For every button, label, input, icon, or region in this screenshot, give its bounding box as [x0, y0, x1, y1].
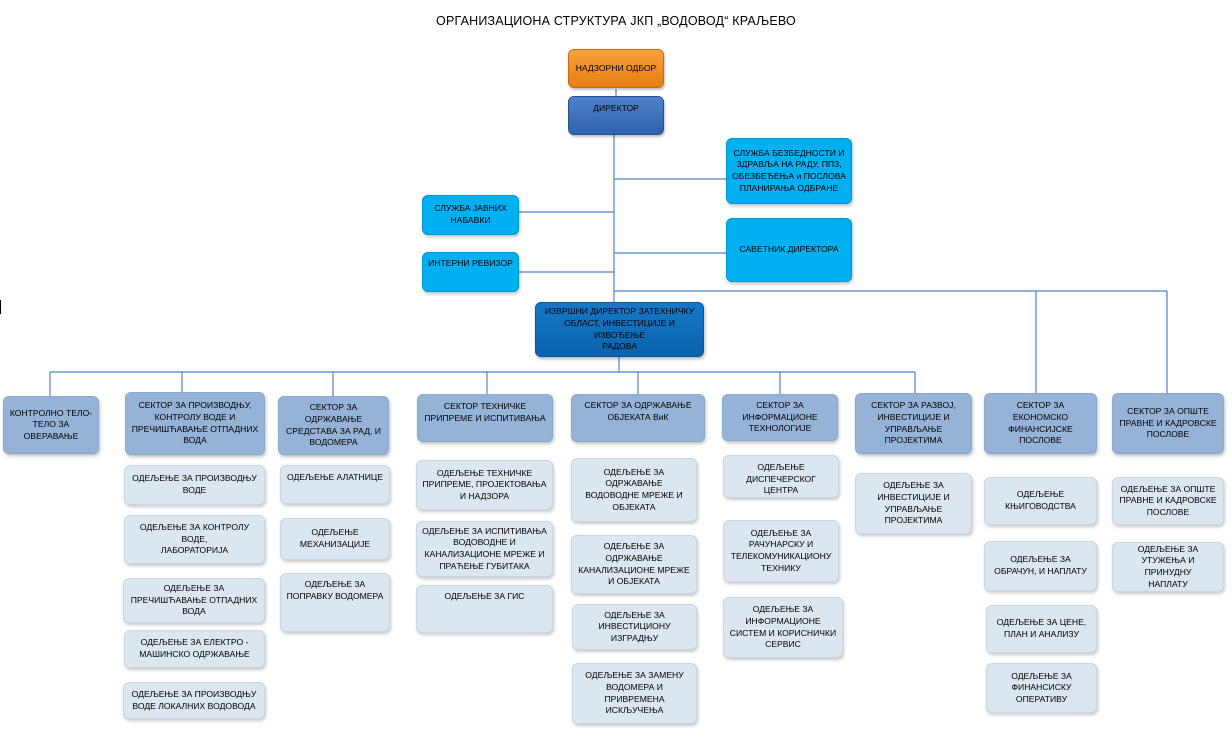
dept-water-network-maintenance: ОДЕЉЕЊЕ ЗА ОДРЖАВАЊЕ ВОДОВОДНЕ МРЕЖЕ И О… [571, 458, 697, 522]
dept-financial-operations: ОДЕЉЕЊЕ ЗА ФИНАНСИСКУ ОПЕРАТИВУ [986, 663, 1097, 713]
sector-maintenance-equipment-box: СЕКТОР ЗА ОДРЖАВАЊЕ СРЕДСТАВА ЗА РАД, И … [278, 396, 389, 455]
sector-finance-box: СЕКТОР ЗА ЕКОНОМСКО ФИНАНСИЈСКЕ ПОСЛОВЕ [984, 393, 1097, 454]
sector-technical-preparation-box: СЕКТОР ТЕХНИЧКЕ ПРИПРЕМЕ И ИСПИТИВАЊА [417, 394, 553, 442]
dept-accounting: ОДЕЉЕЊЕ КЊИГОВОДСТВА [984, 477, 1097, 525]
safety-service-box: СЛУЖБА БЕЗБЕДНОСТИ И ЗДРАВЉА НА РАДУ, ПП… [726, 138, 852, 204]
dept-machinery: ОДЕЉЕЊЕ МЕХАНИЗАЦИЈЕ [280, 518, 390, 560]
dept-wastewater-treatment: ОДЕЉЕЊЕ ЗА ПРЕЧИШЋАВАЊЕ ОТПАДНИХ ВОДА [123, 578, 265, 623]
dept-information-systems: ОДЕЉЕЊЕ ЗА ИНФОРМАЦИОНЕ СИСТЕМ И КОРИСНИ… [723, 597, 843, 658]
director-advisor-box: САВЕТНИК ДИРЕКТОРА [726, 218, 852, 282]
dept-gis: ОДЕЉЕЊЕ ЗА ГИС [416, 585, 553, 633]
dept-legal-hr: ОДЕЉЕЊЕ ЗА ОПШТЕ ПРАВНЕ И КАДРОВСКЕ ПОСЛ… [1112, 477, 1224, 525]
edge-marker [0, 300, 1, 314]
dept-computer-telecom: ОДЕЉЕЊЕ ЗА РАЧУНАРСКУ И ТЕЛЕКОМУНИКАЦИОН… [723, 520, 839, 582]
dept-technical-preparation: ОДЕЉЕЊЕ ТЕХНИЧКЕ ПРИПРЕМЕ, ПРОЈЕКТОВАЊА … [416, 460, 553, 510]
procurement-service-box: СЛУЖБА ЈАВНИХ НАБАВКИ [422, 195, 519, 235]
sector-development-box: СЕКТОР ЗА РАЗВОЈ, ИНВЕСТИЦИЈЕ И УПРАВЉАЊ… [855, 393, 972, 454]
sector-information-technology-box: СЕКТОР ЗА ИНФОРМАЦИОНЕ ТЕХНОЛОГИЈЕ [722, 394, 838, 441]
dept-local-waterworks: ОДЕЉЕЊЕ ЗА ПРОИЗВОДЊУ ВОДЕ ЛОКАЛНИХ ВОДО… [123, 682, 265, 719]
chart-title: ОРГАНИЗАЦИОНА СТРУКТУРА ЈКП „ВОДОВОД“ КР… [436, 14, 796, 28]
control-body-box: КОНТРОЛНО ТЕЛО- ТЕЛО ЗА ОВЕРАВАЊЕ [3, 396, 99, 454]
internal-auditor-box: ИНТЕРНИ РЕВИЗОР [422, 252, 519, 292]
dept-lawsuits-enforcement: ОДЕЉЕЊЕ ЗА УТУЖЕЊА И ПРИНУДНУ НАПЛАТУ [1112, 542, 1224, 592]
director-box: ДИРЕКТОР [568, 96, 664, 135]
dept-water-production: ОДЕЉЕЊЕ ЗА ПРОИЗВОДЊУ ВОДЕ [124, 465, 265, 505]
dept-investment-construction: ОДЕЉЕЊЕ ЗА ИНВЕСТИЦИОНУ ИЗГРАДЊУ [572, 604, 697, 650]
sector-facility-maintenance-box: СЕКТОР ЗА ОДРЖАВАЊЕ ОБЈЕКАТА ВиК [571, 394, 705, 442]
dept-water-meter-replacement: ОДЕЉЕЊЕ ЗА ЗАМЕНУ ВОДОМЕРА И ПРИВРЕМЕНА … [572, 663, 697, 724]
executive-director-box: ИЗВРШНИ ДИРЕКТОР ЗАТЕХНИЧКУ ОБЛАСТ, ИНВЕ… [535, 302, 704, 357]
sector-production-box: СЕКТОР ЗА ПРОИЗВОДЊУ, КОНТРОЛУ ВОДЕ И ПР… [125, 392, 265, 455]
sector-legal-hr-box: СЕКТОР ЗА ОПШТЕ ПРАВНЕ И КАДРОВСКЕ ПОСЛО… [1112, 393, 1224, 454]
dept-tools: ОДЕЉЕЊЕ АЛАТНИЦЕ [280, 465, 390, 504]
supervisory-board-box: НАДЗОРНИ ОДБОР [568, 49, 664, 88]
dept-dispatch-center: ОДЕЉЕЊЕ ДИСПЕЧЕРСКОГ ЦЕНТРА [723, 455, 839, 498]
dept-prices-planning: ОДЕЉЕЊЕ ЗА ЦЕНЕ, ПЛАН И АНАЛИЗУ [986, 605, 1097, 653]
dept-electro-mechanical: ОДЕЉЕЊЕ ЗА ЕЛЕКТРО - МАШИНСКО ОДРЖАВАЊЕ [124, 630, 265, 668]
dept-investments-projects: ОДЕЉЕЊЕ ЗА ИНВЕСТИЦИЈЕ И УПРАВЉАЊЕ ПРОЈЕ… [855, 473, 972, 534]
dept-sewer-network-maintenance: ОДЕЉЕЊЕ ЗА ОДРЖАВАЊЕ КАНАЛИЗАЦИОНЕ МРЕЖЕ… [571, 535, 697, 594]
dept-water-meter-repair: ОДЕЉЕЊЕ ЗА ПОПРАВКУ ВОДОМЕРА [280, 573, 390, 632]
dept-water-control-lab: ОДЕЉЕЊЕ ЗА КОНТРОЛУ ВОДЕ, ЛАБОРАТОРИЈА [124, 515, 265, 564]
dept-network-testing: ОДЕЉЕЊЕ ЗА ИСПИТИВАЊА ВОДОВОДНЕ И КАНАЛИ… [416, 521, 553, 577]
dept-billing-collection: ОДЕЉЕЊЕ ЗА ОБРАЧУН, И НАПЛАТУ [984, 541, 1097, 591]
